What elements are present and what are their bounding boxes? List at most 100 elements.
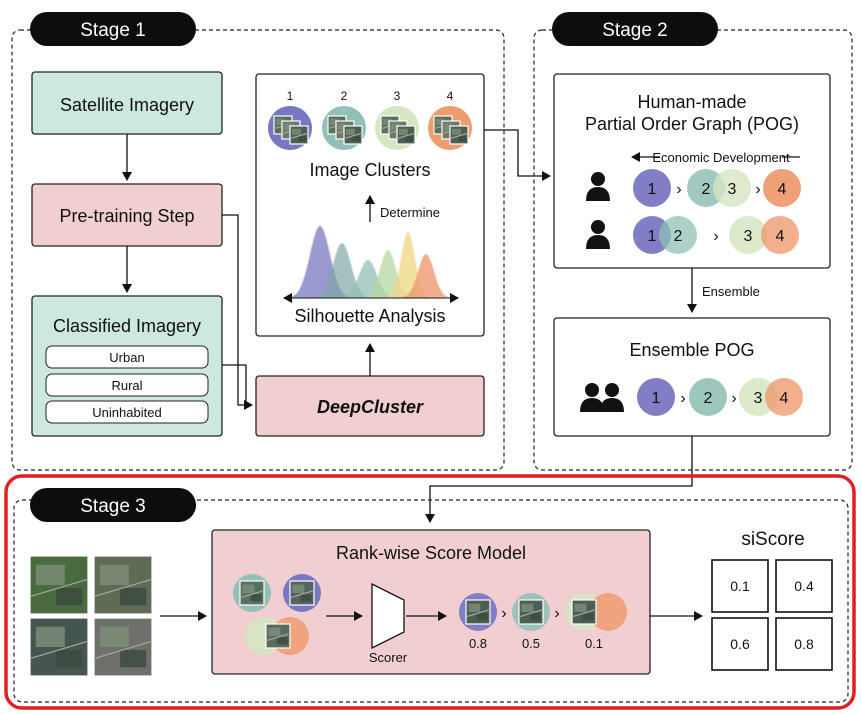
cluster-number-2: 2	[341, 89, 348, 103]
cluster-number-4: 4	[447, 89, 454, 103]
classified-imagery-label: Classified Imagery	[53, 316, 201, 336]
siscore-title: siScore	[741, 529, 804, 550]
class-rural: Rural	[111, 378, 142, 393]
siscore-cell-4	[775, 617, 833, 671]
siscore-cell-1	[711, 559, 769, 613]
stage1-label: Stage 1	[80, 20, 146, 41]
class-uninhabited-chip	[45, 400, 209, 424]
pog-row2-node-4	[761, 216, 799, 254]
silhouette-distribution-plot	[283, 226, 459, 303]
pog-row1-node-4-label: 4	[778, 181, 787, 198]
model-gt-2: ›	[554, 605, 559, 622]
pog-row1-node-2-label: 2	[702, 181, 711, 198]
cluster-thumb-2-c	[343, 125, 363, 145]
scorer-icon	[371, 582, 405, 650]
stage1-frame	[11, 29, 505, 471]
ensemble-node-3-label: 3	[754, 390, 763, 407]
ensemble-node-1-label: 1	[652, 390, 661, 407]
stage3-highlight	[4, 474, 856, 710]
stage3-label: Stage 3	[80, 496, 146, 517]
pog-row1-node-1-label: 1	[648, 181, 657, 198]
siscore-value-4: 0.8	[794, 636, 814, 652]
class-uninhabited: Uninhabited	[92, 405, 161, 420]
cluster-number-1: 1	[287, 89, 294, 103]
person-icon-2	[586, 220, 610, 249]
economic-development-label: Economic Development	[652, 150, 790, 165]
cluster-thumb-3-c	[396, 125, 416, 145]
siscore-value-3: 0.6	[730, 636, 750, 652]
model-output-tile-3	[571, 599, 597, 625]
ensemble-node-2	[689, 378, 727, 416]
model-input-tile-2	[289, 580, 315, 606]
ensemble-pog-title: Ensemble POG	[629, 340, 754, 360]
cluster-number-3: 3	[394, 89, 401, 103]
pog-row2-node-4-label: 4	[776, 228, 785, 245]
pog-row1-gt-2: ›	[755, 181, 760, 198]
rank-score-model-title: Rank-wise Score Model	[336, 543, 526, 563]
scorer-label: Scorer	[369, 650, 408, 665]
ensemble-gt-2: ›	[731, 390, 736, 407]
arrow-pog-to-score-model	[425, 436, 693, 523]
silhouette-label: Silhouette Analysis	[294, 306, 445, 326]
class-urban-chip	[45, 345, 209, 369]
pog-row2-gt-1: ›	[713, 228, 718, 245]
input-tile-3	[29, 617, 89, 677]
pog-row1-node-3-label: 3	[728, 181, 737, 198]
ensemble-node-2-label: 2	[704, 390, 713, 407]
ensemble-node-1	[637, 378, 675, 416]
ensemble-node-3	[739, 378, 777, 416]
pog-row1-node-2	[687, 169, 725, 207]
cluster-thumb-1-c	[289, 125, 309, 145]
siscore-value-2: 0.4	[794, 578, 814, 594]
deepcluster-label: DeepCluster	[317, 397, 424, 417]
model-output-circle-4	[589, 593, 627, 631]
stage3-frame	[13, 499, 849, 703]
model-score-1: 0.8	[469, 636, 487, 651]
rank-score-model-box	[211, 529, 651, 675]
group-icon-b	[600, 383, 624, 412]
model-input-tile-3	[265, 623, 291, 649]
pog-row2-node-2-label: 2	[674, 228, 683, 245]
pog-row2-node-2	[659, 216, 697, 254]
siscore-cell-3	[711, 617, 769, 671]
arrow-clusters-to-pog	[484, 129, 551, 181]
ensemble-node-4	[765, 378, 803, 416]
arrow-pretrain-to-deepcluster	[222, 214, 253, 410]
model-input-tile-1	[239, 580, 265, 606]
ensemble-pog-box	[553, 317, 831, 437]
siscore-value-1: 0.1	[730, 578, 750, 594]
input-satellite-tiles	[29, 555, 153, 677]
ensemble-gt-1: ›	[680, 390, 685, 407]
class-rural-chip	[45, 373, 209, 397]
pog-row2-node-1-label: 1	[648, 228, 657, 245]
pog-title-line1: Human-made	[637, 92, 746, 112]
stage2-label: Stage 2	[602, 20, 668, 41]
arrow-classified-to-deepcluster	[222, 364, 247, 405]
group-icon-a	[580, 383, 604, 412]
model-output-tile-2	[518, 599, 544, 625]
input-tile-4	[93, 617, 153, 677]
pog-row1-node-3	[713, 169, 751, 207]
siscore-cell-2	[775, 559, 833, 613]
stage1-pill: Stage 1	[30, 12, 196, 46]
pog-row2-node-3-label: 3	[744, 228, 753, 245]
input-tile-2	[93, 555, 153, 615]
model-output-tile-1	[465, 599, 491, 625]
input-tile-1	[29, 555, 89, 615]
pretraining-label: Pre-training Step	[59, 206, 194, 226]
pog-row1-node-4	[763, 169, 801, 207]
ensemble-label: Ensemble	[702, 284, 760, 299]
silhouette-curve-6	[400, 254, 452, 298]
satellite-imagery-label: Satellite Imagery	[60, 95, 194, 115]
model-score-3: 0.1	[585, 636, 603, 651]
class-urban: Urban	[109, 350, 144, 365]
cluster-thumbnails: 1 2 3 4	[268, 89, 472, 150]
pog-row2-node-1	[633, 216, 671, 254]
ensemble-node-4-label: 4	[780, 390, 789, 407]
person-icon-1	[586, 172, 610, 201]
pog-title-line2: Partial Order Graph (POG)	[585, 114, 799, 134]
determine-label: Determine	[380, 205, 440, 220]
